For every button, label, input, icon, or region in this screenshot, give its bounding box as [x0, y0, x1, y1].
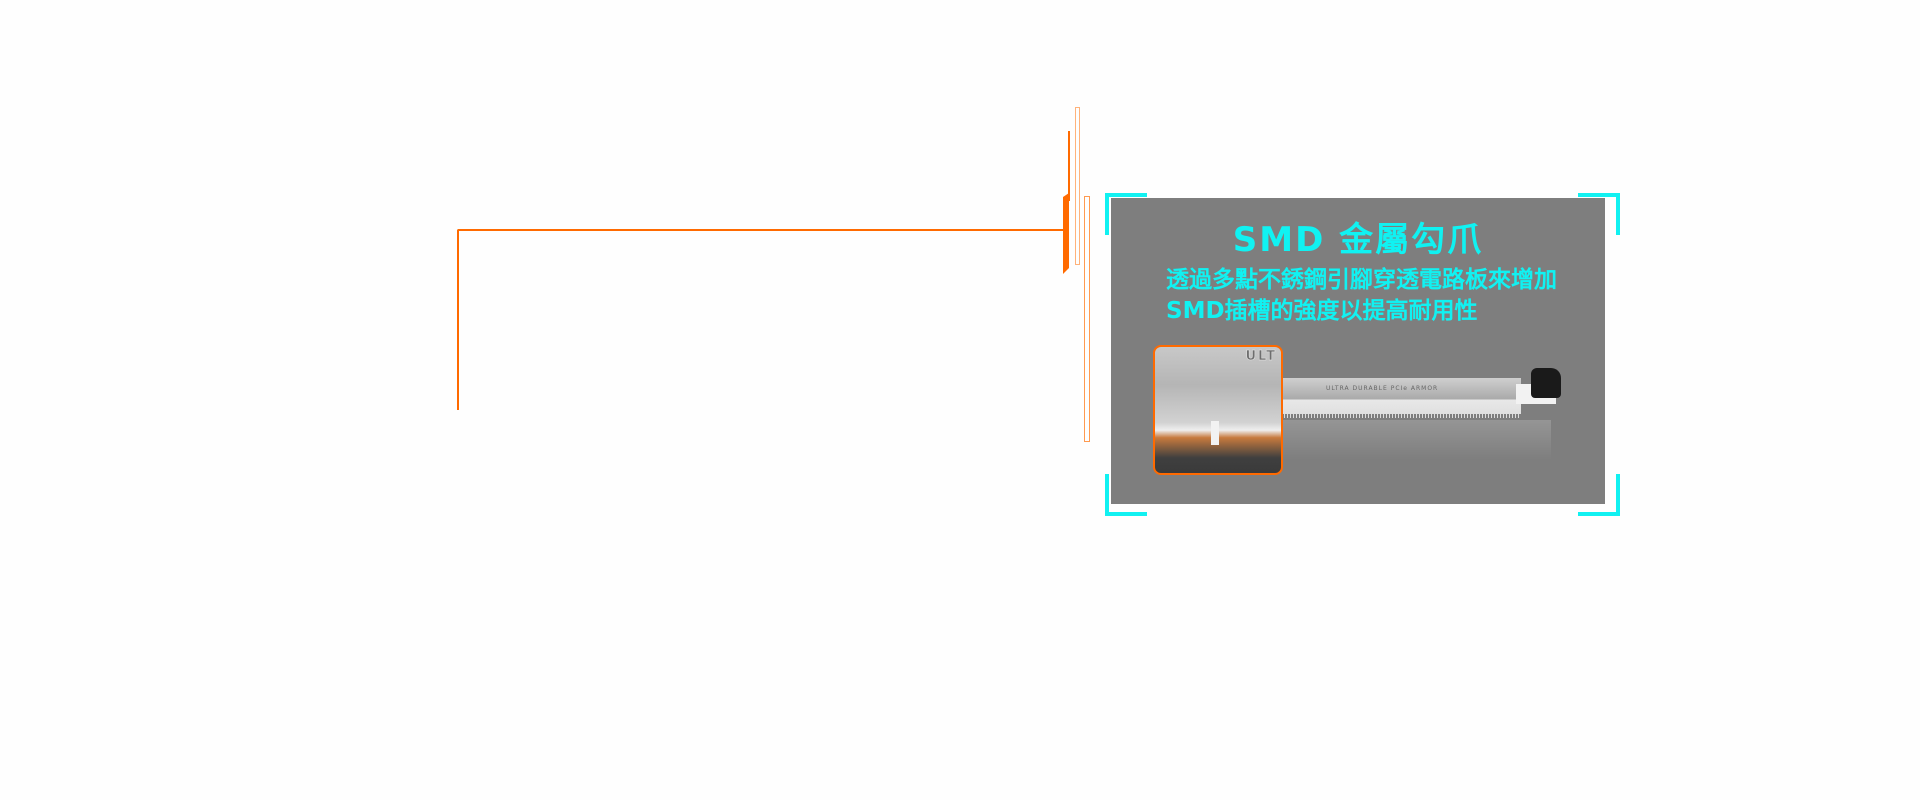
orange-outline-decoration — [1084, 196, 1090, 442]
feature-description-line: 透過多點不銹鋼引腳穿透電路板來增加 — [1166, 267, 1557, 293]
feature-title: SMD 金屬勾爪 — [1232, 220, 1484, 260]
cyan-corner-bracket — [1578, 193, 1620, 235]
feature-description-line: SMD插槽的強度以提高耐用性 — [1166, 298, 1478, 324]
cyan-corner-bracket — [1105, 193, 1147, 235]
inset-label: ULT — [1245, 349, 1277, 365]
connector-label: ULTRA DURABLE PCIe ARMOR — [1326, 385, 1439, 392]
pcie-slot-image — [1281, 378, 1521, 414]
feature-panel: SMD 金屬勾爪 透過多點不銹鋼引腳穿透電路板來增加 SMD插槽的強度以提高耐用… — [1111, 198, 1605, 504]
orange-accent-line — [1068, 131, 1070, 201]
orange-callout-line-horizontal — [457, 229, 1064, 231]
cyan-corner-bracket — [1105, 474, 1147, 516]
orange-accent-bar — [1063, 193, 1069, 274]
slot-latch — [1531, 368, 1561, 398]
cyan-corner-bracket — [1578, 474, 1620, 516]
metal-hook-pin — [1211, 421, 1219, 445]
orange-callout-line-vertical — [457, 229, 459, 410]
connector-pins — [1281, 414, 1521, 418]
orange-outline-decoration — [1075, 107, 1080, 265]
zoom-inset-image: ULT — [1153, 345, 1283, 475]
connector-reflection — [1281, 420, 1551, 460]
